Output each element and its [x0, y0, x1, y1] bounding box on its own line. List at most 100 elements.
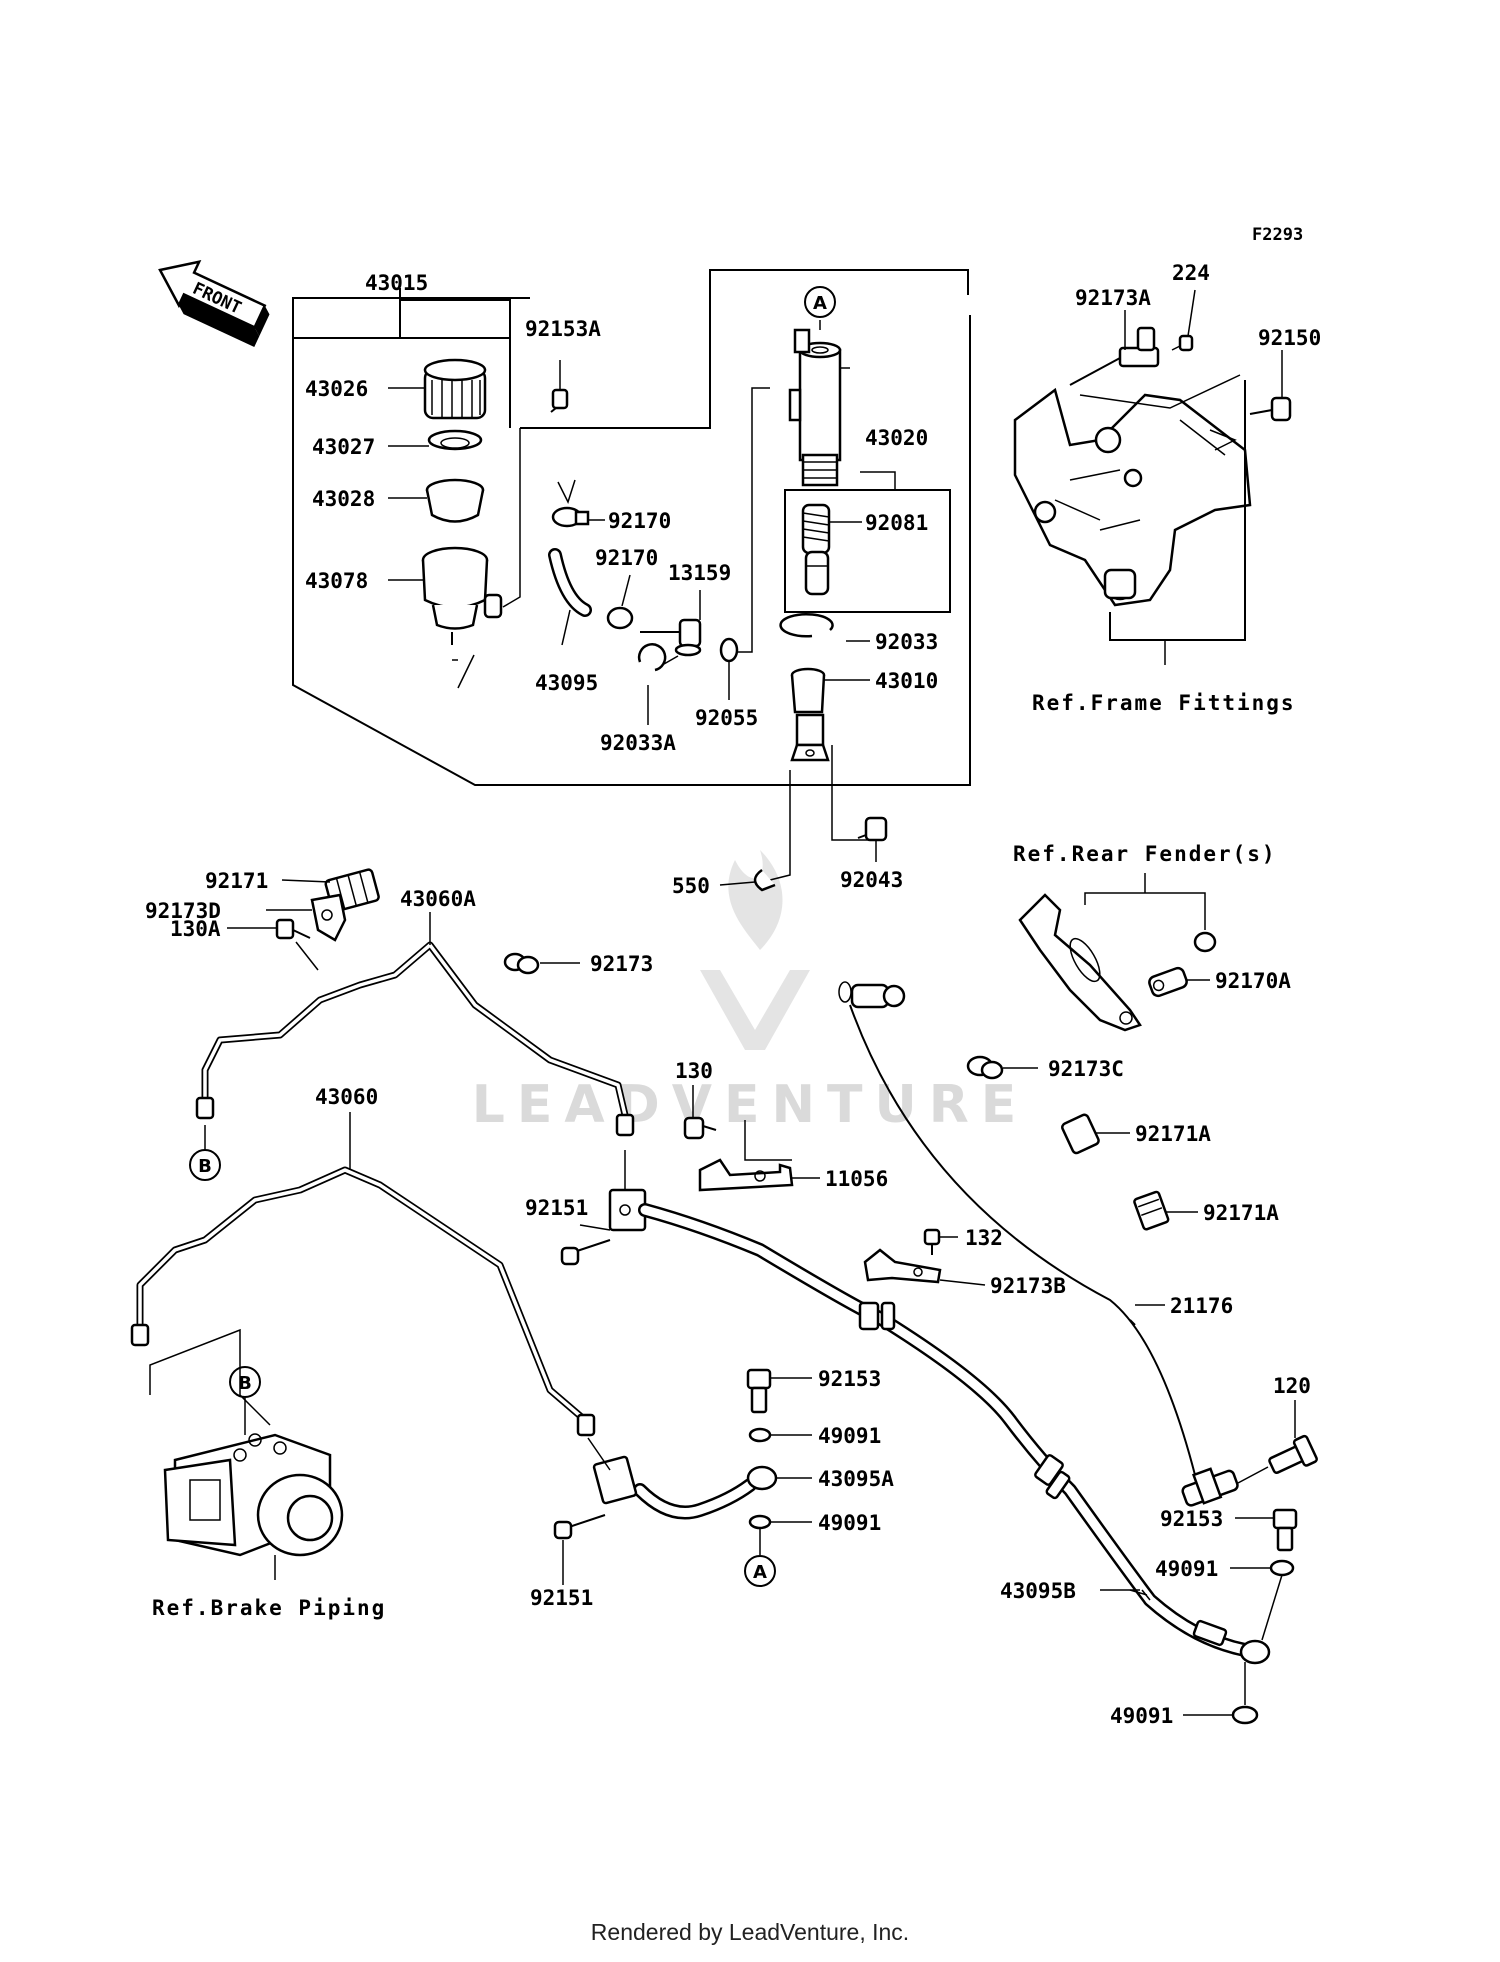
label-21176: 21176	[1170, 1294, 1233, 1318]
banjo-bolt-92153-lower	[1272, 1508, 1298, 1552]
label-43010: 43010	[875, 669, 938, 693]
screw-92153a	[550, 388, 569, 413]
label-43095a: 43095A	[818, 1467, 894, 1491]
master-cylinder-body	[788, 328, 850, 487]
label-92055: 92055	[695, 706, 758, 730]
label-224: 224	[1172, 261, 1210, 285]
screw-92151-upper	[560, 1239, 611, 1266]
label-43020: 43020	[865, 426, 928, 450]
brake-switch-connector	[838, 981, 906, 1009]
pipe-nut-43060a-right	[615, 1113, 635, 1137]
label-92170-lower: 92170	[595, 546, 658, 570]
label-43027: 43027	[312, 435, 375, 459]
hose-fitting	[640, 618, 702, 657]
label-130a: 130A	[170, 917, 221, 941]
footer-credit: Rendered by LeadVenture, Inc.	[591, 1919, 909, 1945]
watermark: LEADVENTURE	[472, 850, 1029, 1135]
bolt-132	[923, 1228, 941, 1255]
label-92033a: 92033A	[600, 731, 676, 755]
piston-spring	[801, 503, 831, 596]
reservoir-diaphragm	[427, 429, 483, 451]
hose-clamp-lower	[606, 606, 634, 630]
bolt-92150	[1249, 396, 1292, 422]
label-49091-a: 49091	[818, 1424, 881, 1448]
label-92151-upper: 92151	[525, 1196, 588, 1220]
label-92171a-lower: 92171A	[1203, 1201, 1279, 1225]
label-92173a: 92173A	[1075, 286, 1151, 310]
screw-92151-lower	[553, 1514, 606, 1540]
brake-light-switch	[1181, 1467, 1239, 1507]
label-43015: 43015	[365, 271, 428, 295]
label-120: 120	[1273, 1374, 1311, 1398]
clamp-92173b	[863, 1248, 942, 1284]
label-43060: 43060	[315, 1085, 378, 1109]
pipe-nut-43060-left	[130, 1323, 150, 1347]
clip-92171a-lower	[1133, 1190, 1170, 1231]
diagram-code: F2293	[1252, 225, 1303, 245]
label-92153a: 92153A	[525, 317, 601, 341]
callout-b-abs: B	[229, 1366, 261, 1398]
hose-fitting-43095b	[858, 1301, 1271, 1665]
bracket-11056	[698, 1158, 794, 1192]
bolt-130	[683, 1116, 717, 1140]
rear-fender-reference	[1018, 893, 1217, 1032]
circlip-92033	[779, 613, 834, 638]
washer-49091-a	[748, 1427, 772, 1443]
washer-49091-d	[1231, 1705, 1259, 1725]
label-43095b: 43095B	[1000, 1579, 1076, 1603]
clip-92173a	[1118, 326, 1160, 368]
label-92173b: 92173B	[990, 1274, 1066, 1298]
label-130: 130	[675, 1059, 713, 1083]
pipe-nut-43060-right	[576, 1413, 596, 1437]
label-92153-upper: 92153	[818, 1367, 881, 1391]
callout-a-top: A	[804, 286, 836, 318]
cotter-pin	[753, 868, 776, 892]
front-arrow-icon: FRONT	[158, 260, 270, 348]
label-92153-lower: 92153	[1160, 1507, 1223, 1531]
bolt-120	[1268, 1434, 1318, 1474]
ref-frame-fittings: Ref.Frame Fittings	[1032, 691, 1296, 715]
svg-text:B: B	[238, 1373, 252, 1394]
label-49091-c: 49091	[1155, 1557, 1218, 1581]
ref-brake-piping: Ref.Brake Piping	[152, 1596, 386, 1620]
svg-text:A: A	[813, 293, 827, 314]
label-92151-lower: 92151	[530, 1586, 593, 1610]
master-cylinder-group-outline	[292, 269, 971, 786]
banjo-bolt-92153-upper	[746, 1368, 772, 1414]
label-43060a: 43060A	[400, 887, 476, 911]
label-92173c: 92173C	[1048, 1057, 1124, 1081]
banjo-fitting-43095a	[633, 1465, 778, 1520]
label-92081: 92081	[865, 511, 928, 535]
label-92170a: 92170A	[1215, 969, 1291, 993]
label-92170-upper: 92170	[608, 509, 671, 533]
bolt-224	[1171, 334, 1194, 352]
label-43026: 43026	[305, 377, 368, 401]
clip-92173	[503, 952, 540, 975]
push-rod-clevis	[790, 713, 830, 762]
label-92033: 92033	[875, 630, 938, 654]
label-550: 550	[672, 874, 710, 898]
label-43028: 43028	[312, 487, 375, 511]
watermark-text: LEADVENTURE	[472, 1075, 1029, 1135]
circlip-92033a	[637, 643, 667, 672]
label-92173: 92173	[590, 952, 653, 976]
bolt-130a	[275, 918, 311, 940]
hose-clamp-upper	[551, 506, 590, 528]
abs-unit	[163, 1433, 344, 1557]
label-92043: 92043	[840, 868, 903, 892]
callout-b-left: B	[189, 1149, 221, 1181]
label-92173d: 92173D	[145, 899, 221, 923]
push-rod-boot	[790, 667, 826, 714]
washer-49091-c	[1269, 1559, 1295, 1577]
frame-fitting-bracket	[1013, 387, 1252, 607]
reservoir-cap	[423, 358, 487, 420]
clip-92171a-upper	[1061, 1113, 1100, 1155]
label-92171: 92171	[205, 869, 268, 893]
label-11056: 11056	[825, 1167, 888, 1191]
clevis-pin	[857, 816, 888, 842]
reservoir-tank	[421, 546, 503, 645]
pipe-nut-43060a-left	[195, 1096, 215, 1120]
label-43078: 43078	[305, 569, 368, 593]
joint-block-lower	[592, 1455, 638, 1505]
